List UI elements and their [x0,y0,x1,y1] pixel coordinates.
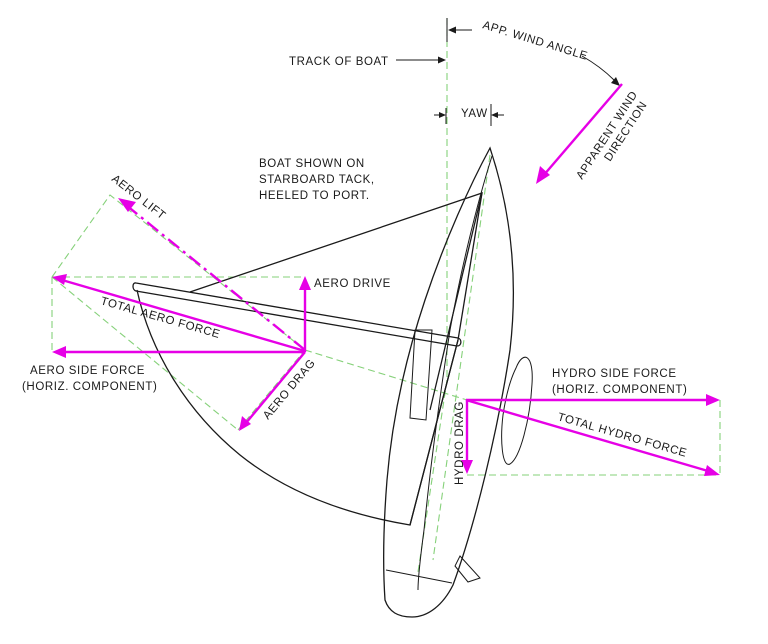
sails [132,192,483,526]
apparent-wind-arrow-head [536,166,550,184]
boom [132,282,462,347]
total-hydro-force-label: TOTAL HYDRO FORCE [556,411,688,459]
hydro-side-force-arrow-head [706,394,720,406]
headsail [189,192,483,411]
hull-inner-sheer [417,155,493,591]
labels: TRACK OF BOAT APP. WIND ANGLE YAW APPARE… [22,19,688,485]
app-wind-angle-start-head [448,26,456,34]
aero-side-force-arrow-head [52,346,66,358]
track-of-boat-label: TRACK OF BOAT [289,56,389,68]
hydro-side-force-label-line1: HYDRO SIDE FORCE [552,368,677,380]
apparent-wind-arrow [542,83,623,177]
force-arrows [52,83,720,476]
hydro-drag-arrow-head [461,460,473,474]
mast-step [409,329,433,421]
aero-drag-projection [51,276,239,431]
total-aero-force-arrow-head [52,274,67,285]
hydro-side-force-label-line2: (HORIZ. COMPONENT) [552,384,687,396]
aero-drive-arrow-head [299,276,311,290]
mainsail [136,289,459,526]
app-wind-angle-arc-head [611,77,620,86]
aero-side-force-label-line2: (HORIZ. COMPONENT) [22,381,157,393]
aero-drive-label: AERO DRIVE [314,278,391,290]
total-hydro-force-arrow [465,398,709,473]
boat-note-line2: STARBOARD TACK, [259,174,375,186]
hull-centerline [432,154,491,561]
aero-drag-arrow-head [239,416,251,431]
hydro-drag-label: HYDRO DRAG [454,401,466,485]
app-wind-angle-arc [581,55,615,81]
forestay [457,192,483,341]
aero-drag-label: AERO DRAG [261,357,318,422]
app-wind-angle-label: APP. WIND ANGLE [481,19,589,62]
aero-to-hydro-link [304,349,468,401]
total-aero-force-arrow [61,278,306,353]
aero-lift-closure [237,349,306,431]
track-of-boat-pointer-head [438,56,446,64]
yaw-dim-right-head [491,112,498,118]
mainsail-luff [409,339,459,526]
total-hydro-force-arrow-head [704,465,720,476]
yaw-label: YAW [461,108,488,120]
aero-lift-label: AERO LIFT [109,173,167,222]
boat-note-line3: HEELED TO PORT. [259,190,370,202]
boat-note-line1: BOAT SHOWN ON [259,158,365,170]
aero-side-force-label-line1: AERO SIDE FORCE [30,365,145,377]
aero-lift-arrow [125,204,306,351]
reference-marks [396,18,620,126]
rudder [454,555,481,583]
transom [385,569,453,584]
yaw-dim-left-head [439,112,446,118]
hull-outline [383,146,514,618]
aero-drag-arrow [245,351,306,424]
aero-lift-arrow-head [118,198,136,212]
